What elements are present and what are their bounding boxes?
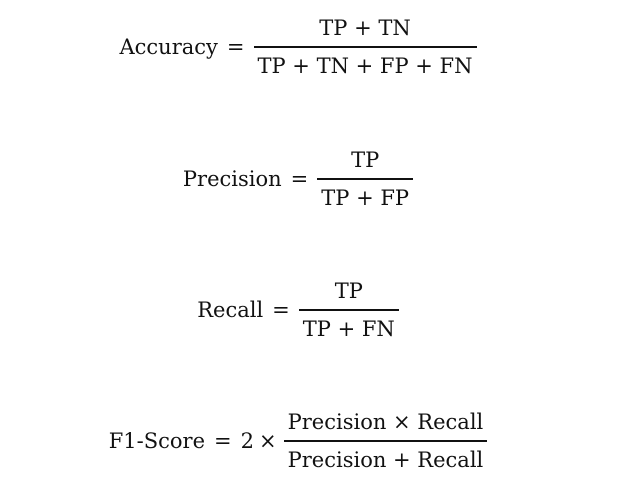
accuracy-fraction: TP + TN TP + TN + FP + FN <box>253 16 477 78</box>
precision-fraction: TP TP + FP <box>317 148 414 210</box>
equals-sign: = <box>272 297 290 322</box>
accuracy-denominator: TP + TN + FP + FN <box>257 53 473 78</box>
recall-denominator: TP + FN <box>302 316 395 341</box>
fraction-bar <box>283 440 488 442</box>
equals-sign: = <box>214 428 232 453</box>
accuracy-label: Accuracy <box>119 34 218 59</box>
recall-numerator: TP <box>334 279 363 303</box>
f1-score-formula: F1-Score = 2 × Precision × Recall Precis… <box>0 412 596 471</box>
equals-sign: = <box>290 166 309 191</box>
fraction-bar <box>298 309 399 311</box>
accuracy-formula: Accuracy = TP + TN TP + TN + FP + FN <box>0 18 596 77</box>
times-sign: × <box>259 428 277 453</box>
precision-formula: Precision = TP TP + FP <box>0 150 596 209</box>
precision-numerator: TP <box>351 148 380 172</box>
precision-label: Precision <box>182 166 282 191</box>
f1-score-label: F1-Score <box>108 428 206 453</box>
fraction-bar <box>317 178 414 180</box>
f1-score-numerator: Precision × Recall <box>287 410 484 434</box>
f1-score-fraction: Precision × Recall Precision + Recall <box>283 410 488 472</box>
equals-sign: = <box>226 34 245 59</box>
accuracy-numerator: TP + TN <box>319 16 411 40</box>
f1-coefficient: 2 <box>240 428 255 453</box>
recall-formula: Recall = TP TP + FN <box>0 281 596 340</box>
precision-denominator: TP + FP <box>321 185 410 210</box>
fraction-bar <box>253 46 477 48</box>
recall-fraction: TP TP + FN <box>298 279 399 341</box>
recall-label: Recall <box>197 297 264 322</box>
f1-score-denominator: Precision + Recall <box>287 447 484 472</box>
